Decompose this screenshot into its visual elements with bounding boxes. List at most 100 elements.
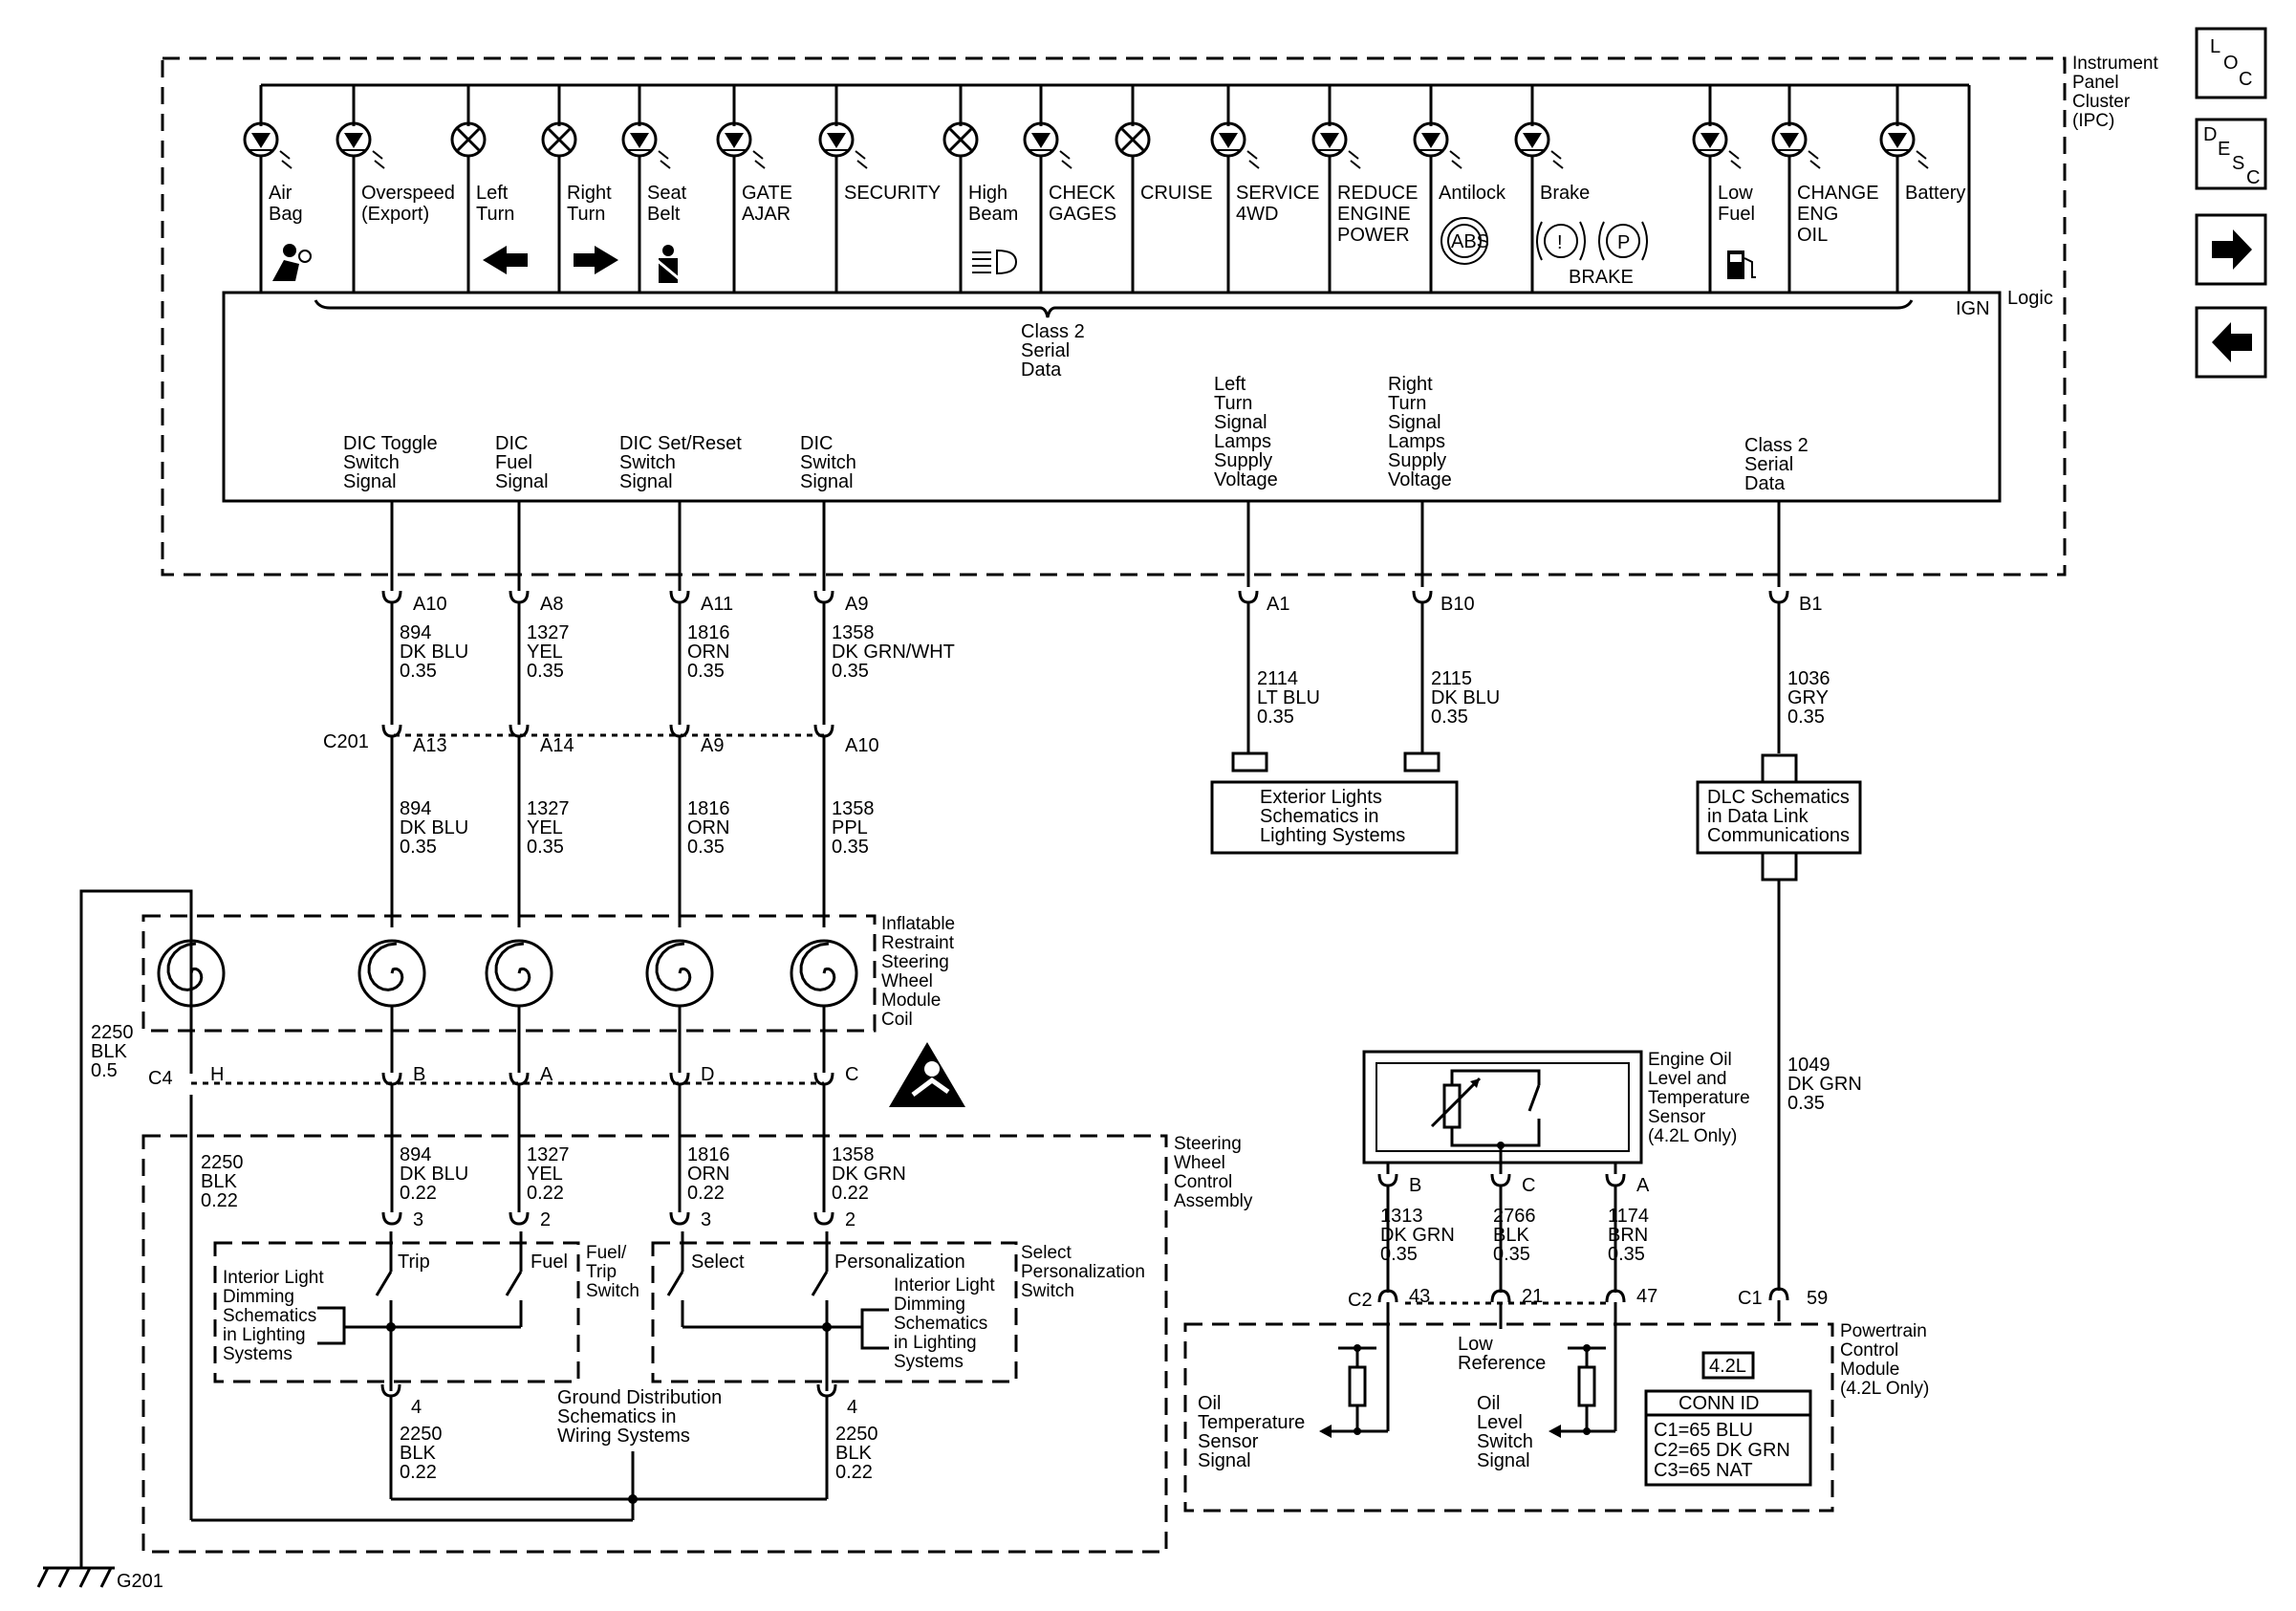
svg-text:0.35: 0.35 — [400, 661, 437, 682]
svg-text:SERVICE: SERVICE — [1236, 183, 1319, 204]
c4-pin-h: H — [210, 1064, 224, 1085]
svg-text:1358: 1358 — [832, 1144, 875, 1165]
select-personalization-switch-title: Select Personalization Switch — [1021, 1243, 1145, 1301]
svg-text:DK GRN: DK GRN — [1787, 1074, 1862, 1095]
svg-text:A8: A8 — [540, 594, 563, 615]
oil-level-circuit — [1549, 1321, 1617, 1438]
personalization-switch — [811, 1271, 829, 1296]
oil-sensor-title: Engine Oil Level and Temperature Sensor … — [1648, 1050, 1750, 1146]
svg-text:Ground Distribution: Ground Distribution — [557, 1387, 722, 1408]
loc-button[interactable]: L O C — [2195, 27, 2267, 99]
svg-text:YEL: YEL — [527, 1164, 563, 1185]
svg-text:A9: A9 — [845, 594, 868, 615]
fuel-trip-switch-title: Fuel/ Trip Switch — [586, 1243, 639, 1301]
trip-label: Trip — [398, 1252, 430, 1273]
engine-badge — [1701, 1351, 1755, 1380]
svg-text:DK BLU: DK BLU — [1431, 687, 1500, 708]
clockspring-coil-4 — [790, 939, 858, 1013]
svg-text:Bag: Bag — [269, 204, 303, 225]
svg-text:Switch: Switch — [1477, 1431, 1533, 1452]
swc-title: Steering Wheel Control Assembly — [1174, 1134, 1253, 1211]
svg-text:Turn: Turn — [476, 204, 514, 225]
svg-text:Oil: Oil — [1477, 1393, 1500, 1414]
airbag-warning-icon — [889, 1042, 965, 1107]
svg-text:Signal: Signal — [495, 471, 549, 492]
svg-text:A9: A9 — [701, 735, 724, 756]
svg-text:A11: A11 — [701, 594, 733, 615]
ground-wire-2250 — [79, 889, 193, 1568]
svg-text:Low: Low — [1718, 183, 1753, 204]
clockspring-coils — [157, 927, 858, 1013]
svg-text:0.22: 0.22 — [835, 1462, 873, 1483]
pcm-c2-label: C2 — [1348, 1290, 1373, 1311]
oil-level-label: Oil Level Switch Signal — [1477, 1393, 1533, 1471]
c4-label: C4 — [148, 1068, 173, 1089]
conn-id-c1: C1=65 BLU — [1654, 1420, 1753, 1441]
svg-text:1174: 1174 — [1608, 1206, 1649, 1227]
svg-text:Brake: Brake — [1540, 183, 1590, 204]
svg-text:2766: 2766 — [1493, 1206, 1536, 1227]
previous-button[interactable] — [2195, 306, 2267, 379]
logic-label: Logic — [2007, 288, 2053, 309]
svg-text:2114: 2114 — [1257, 668, 1298, 689]
svg-text:0.22: 0.22 — [687, 1183, 725, 1204]
exterior-lights-box — [1210, 780, 1459, 855]
svg-text:Fuel: Fuel — [1718, 204, 1755, 225]
svg-text:Module: Module — [881, 991, 941, 1011]
svg-text:Air: Air — [269, 183, 292, 204]
svg-text:BLK: BLK — [201, 1171, 237, 1192]
svg-text:47: 47 — [1636, 1286, 1657, 1307]
next-button[interactable] — [2195, 213, 2267, 286]
svg-text:Switch: Switch — [586, 1281, 639, 1301]
svg-text:ABS: ABS — [1451, 231, 1489, 252]
svg-text:Turn: Turn — [1214, 393, 1252, 414]
dimming-right-label: Interior Light Dimming Schematics in Lig… — [894, 1275, 995, 1372]
svg-text:Systems: Systems — [894, 1352, 964, 1372]
svg-text:2250: 2250 — [201, 1152, 244, 1173]
svg-text:CHANGE: CHANGE — [1797, 183, 1879, 204]
svg-text:Belt: Belt — [647, 204, 681, 225]
class2-center-label: Class 2 Serial Data — [1021, 321, 1085, 381]
oil-temp-circuit — [1319, 1321, 1390, 1438]
svg-text:L: L — [2210, 36, 2220, 57]
svg-text:Overspeed: Overspeed — [361, 183, 455, 204]
svg-text:Personalization: Personalization — [1021, 1262, 1145, 1282]
conn-id-c3: C3=65 NAT — [1654, 1460, 1753, 1481]
right-arrow-icon — [574, 246, 618, 274]
svg-text:Switch: Switch — [1021, 1281, 1074, 1301]
svg-text:Sensor: Sensor — [1648, 1107, 1706, 1127]
svg-text:B10: B10 — [1440, 594, 1475, 615]
svg-text:BLK: BLK — [400, 1443, 436, 1464]
signal-label-right-turn-supply: Right Turn Signal Lamps Supply Voltage — [1388, 374, 1452, 490]
personalization-label: Personalization — [834, 1252, 965, 1273]
swc-ground-pin-left: 4 2250 BLK 0.22 — [380, 1383, 443, 1499]
svg-text:Signal: Signal — [1198, 1450, 1251, 1471]
desc-button[interactable]: D E S C — [2195, 118, 2267, 190]
svg-text:Class 2: Class 2 — [1744, 435, 1809, 456]
svg-text:Level: Level — [1477, 1412, 1523, 1433]
select-switch — [666, 1271, 684, 1296]
svg-text:Instrument: Instrument — [2072, 54, 2158, 74]
svg-text:Signal: Signal — [800, 471, 854, 492]
coil-title: Inflatable Restraint Steering Wheel Modu… — [881, 914, 955, 1030]
svg-text:Lighting Systems: Lighting Systems — [1260, 825, 1405, 846]
svg-text:Lamps: Lamps — [1214, 431, 1271, 452]
svg-text:Temperature: Temperature — [1198, 1412, 1305, 1433]
svg-text:E: E — [2218, 139, 2230, 160]
svg-text:POWER: POWER — [1337, 225, 1410, 246]
clockspring-coil-1 — [357, 939, 426, 1013]
svg-text:0.35: 0.35 — [527, 837, 564, 858]
svg-text:4: 4 — [847, 1397, 857, 1418]
svg-text:1816: 1816 — [687, 1144, 730, 1165]
svg-text:High: High — [968, 183, 1007, 204]
svg-text:Schematics in: Schematics in — [1260, 806, 1379, 827]
svg-text:2250: 2250 — [400, 1424, 443, 1445]
svg-text:(IPC): (IPC) — [2072, 111, 2114, 131]
conn-id-c2: C2=65 DK GRN — [1654, 1440, 1790, 1461]
